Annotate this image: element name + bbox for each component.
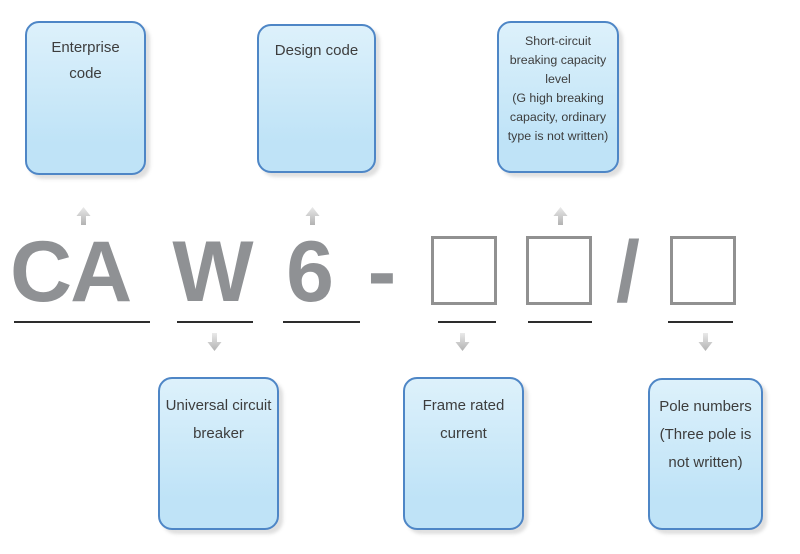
code-slash-separator: / [616, 224, 640, 320]
underline-design [283, 321, 360, 323]
placeholder-square-pole-numbers [670, 236, 736, 305]
callout-design-code-label: Design code [274, 42, 359, 59]
callout-breaking-capacity-note: (G high breaking capacity, ordinary type… [507, 91, 609, 143]
arrow-down-icon [455, 333, 470, 351]
arrow-up-icon [76, 207, 91, 225]
underline-breaker-type [177, 321, 253, 323]
code-enterprise: CA [10, 224, 132, 320]
callout-universal-label: Universal circuit breaker [165, 397, 272, 442]
arrow-down-icon [698, 333, 713, 351]
callout-frame-rated-current: Frame rated current [403, 377, 524, 530]
callout-universal-circuit-breaker: Universal circuit breaker [158, 377, 279, 530]
code-breaker-type: W [172, 224, 254, 320]
callout-breaking-capacity: Short-circuit breaking capacity level (G… [497, 21, 619, 173]
callout-enterprise-code-label: Enterprise code [51, 39, 120, 82]
code-design: 6 [286, 224, 334, 320]
code-dash-separator: - [367, 224, 397, 320]
callout-breaking-capacity-label: Short-circuit breaking capacity level [509, 34, 607, 86]
underline-frame-current-2 [528, 321, 592, 323]
arrow-up-icon [305, 207, 320, 225]
callout-enterprise-code: Enterprise code [25, 21, 146, 175]
callout-design-code: Design code [257, 24, 376, 173]
callout-pole-label: Pole numbers (Three pole is not written) [659, 398, 752, 471]
placeholder-square-frame-current-1 [431, 236, 497, 305]
underline-pole-numbers [668, 321, 733, 323]
underline-frame-current-1 [438, 321, 496, 323]
callout-frame-label: Frame rated current [422, 397, 505, 442]
placeholder-square-frame-current-2 [526, 236, 592, 305]
callout-pole-numbers: Pole numbers (Three pole is not written) [648, 378, 763, 530]
underline-enterprise [14, 321, 150, 323]
arrow-up-icon [553, 207, 568, 225]
arrow-down-icon [207, 333, 222, 351]
